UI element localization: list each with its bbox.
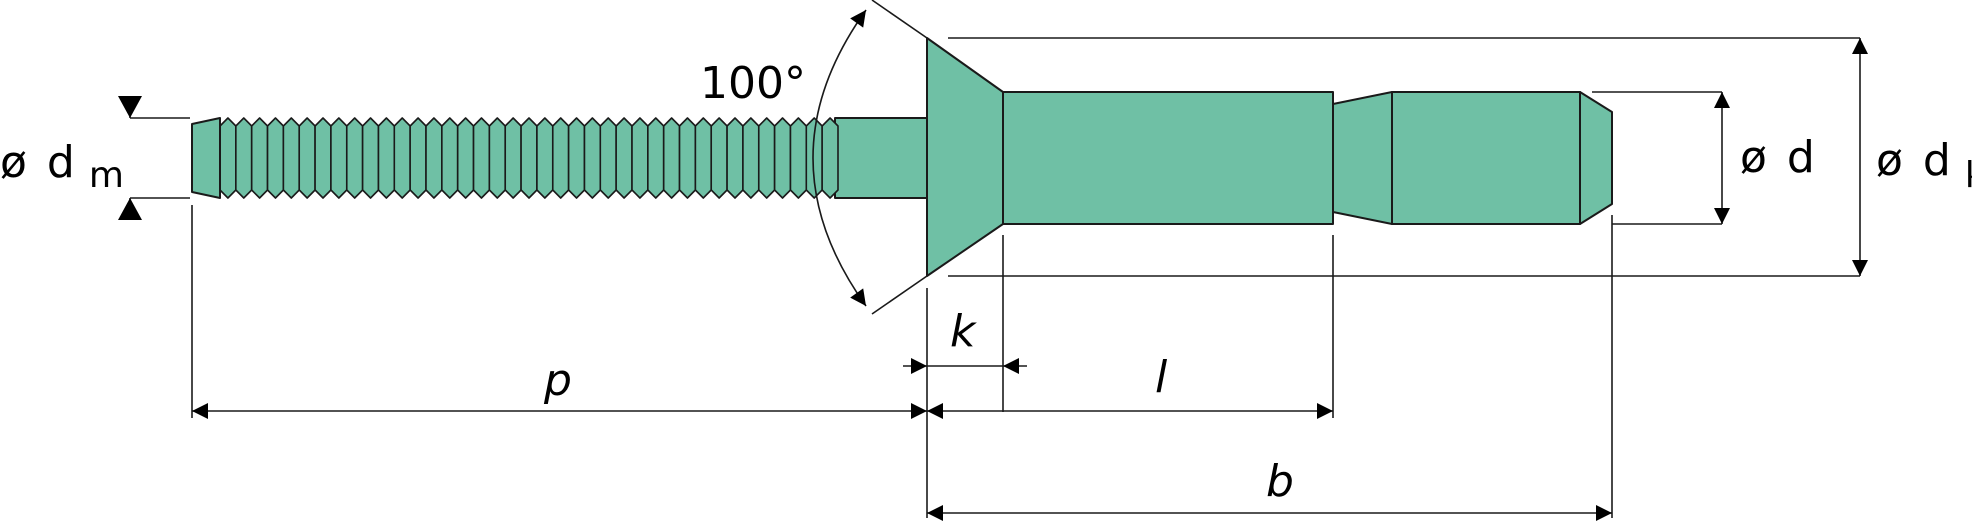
serration-tooth	[393, 117, 411, 199]
extension-lines	[191, 205, 1613, 518]
mandrel-diameter-dimension: ø d m	[0, 96, 190, 220]
serration-tooth	[821, 117, 839, 199]
rivet-body	[926, 37, 1613, 277]
serration-tooth	[773, 117, 792, 199]
serration-tooth	[314, 117, 332, 199]
serration-tooth	[472, 117, 491, 199]
serration-tooth	[631, 117, 649, 199]
l-dimension: l	[927, 352, 1333, 419]
serration-tooth	[235, 117, 253, 199]
serration-tooth	[520, 117, 538, 199]
serration-tooth	[266, 117, 285, 199]
head-diameter-dimension: ø d k	[948, 37, 1972, 277]
head-diameter-label: ø d k	[1876, 135, 1972, 196]
serration-tooth	[441, 117, 459, 199]
l-label: l	[1155, 352, 1168, 403]
serration-tooth	[250, 117, 269, 199]
serration-tooth	[536, 117, 554, 199]
serration-tooth	[678, 117, 697, 199]
serration-tooth	[488, 117, 507, 199]
serration-tooth	[377, 117, 396, 199]
serration-tooth	[425, 117, 443, 199]
serration-tooth	[282, 117, 301, 199]
serration-tooth	[710, 117, 728, 199]
p-label: p	[543, 355, 572, 406]
mandrel-diameter-label: ø d m	[0, 137, 124, 196]
k-dimension: k	[903, 306, 1027, 374]
k-label: k	[950, 306, 977, 357]
serration-tooth	[409, 117, 427, 199]
serration-tooth	[456, 117, 475, 199]
mandrel	[191, 117, 931, 199]
serration-tooth	[694, 117, 713, 199]
serration-tooth	[647, 117, 665, 199]
b-dimension: b	[927, 456, 1612, 521]
serration-tooth	[298, 117, 316, 199]
serration-tooth	[583, 117, 602, 199]
mandrel-shank	[834, 117, 931, 199]
serration-tooth	[330, 117, 348, 199]
serration-tooth	[219, 117, 237, 199]
angle-label: 100°	[700, 58, 806, 109]
p-dimension: p	[192, 355, 927, 419]
serration-tooth	[345, 117, 364, 199]
serration-tooth	[615, 117, 633, 199]
angle-dimension: 100°	[700, 0, 928, 315]
serration-tooth	[662, 117, 681, 199]
serration-tooth	[504, 117, 522, 199]
serration-tooth	[726, 117, 744, 199]
rivet-neck	[1332, 91, 1393, 225]
mandrel-serrations	[219, 117, 839, 199]
b-label: b	[1266, 456, 1294, 507]
serration-tooth	[361, 117, 380, 199]
rivet-shank	[1002, 91, 1334, 225]
body-diameter-dimension: ø d	[1592, 91, 1815, 225]
serration-tooth	[599, 117, 617, 199]
serration-tooth	[757, 117, 776, 199]
body-diameter-label: ø d	[1740, 132, 1815, 183]
serration-tooth	[742, 117, 760, 199]
serration-tooth	[551, 117, 570, 199]
rivet-chamfer	[1579, 91, 1613, 225]
serration-tooth	[567, 117, 586, 199]
rivet-end	[1391, 91, 1581, 225]
mandrel-tip	[191, 117, 221, 199]
serration-tooth	[789, 117, 808, 199]
countersunk-head	[926, 37, 1004, 277]
